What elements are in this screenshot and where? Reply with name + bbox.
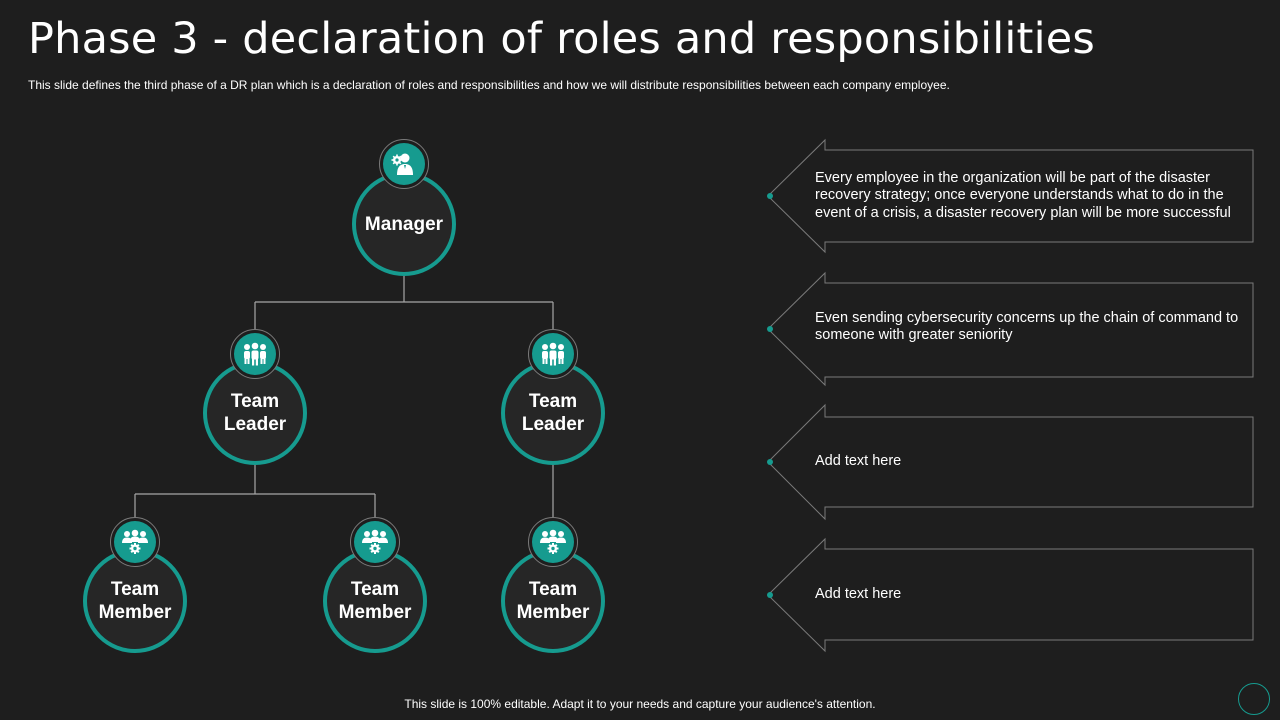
callout-2-arrow-shape: [767, 271, 1254, 387]
callout-3-dot: [767, 459, 773, 465]
callout-2: Even sending cybersecurity concerns up t…: [767, 271, 1254, 387]
slide-subtitle: This slide defines the third phase of a …: [28, 78, 950, 92]
callout-4: Add text here: [767, 537, 1254, 653]
manager-node: Manager: [352, 172, 456, 276]
team-gear-icon: [540, 529, 566, 554]
callout-4-arrow-shape: [767, 537, 1254, 653]
slide-title: Phase 3 - declaration of roles and respo…: [28, 14, 1096, 64]
team-group-icon: [244, 342, 266, 366]
callout-3-arrow-shape: [767, 403, 1254, 521]
team-leader-left-badge: [230, 329, 280, 379]
callout-3: Add text here: [767, 403, 1254, 521]
team-leader-left-label: Team Leader: [223, 391, 287, 435]
team-leader-right-badge: [528, 329, 578, 379]
corner-circle-decoration: [1238, 683, 1270, 715]
team-member-3-badge: [528, 517, 578, 567]
team-gear-icon: [362, 529, 388, 554]
manager-badge: [379, 139, 429, 189]
team-leader-right-label: Team Leader: [521, 391, 585, 435]
callout-1-arrow-shape: [767, 138, 1254, 254]
callout-1-dot: [767, 193, 773, 199]
manager-gear-icon: [391, 153, 413, 175]
callout-1-text: Every employee in the organization will …: [815, 169, 1231, 221]
callout-3-text: Add text here: [815, 453, 902, 470]
callout-4-text: Add text here: [815, 586, 902, 603]
callout-2-dot: [767, 326, 773, 332]
slide-footer: This slide is 100% editable. Adapt it to…: [404, 697, 876, 711]
callout-4-dot: [767, 592, 773, 598]
team-group-icon: [542, 342, 564, 366]
team-member-1-badge: [110, 517, 160, 567]
callout-1: Every employee in the organization will …: [767, 138, 1254, 254]
callout-2-text: Even sending cybersecurity concerns up t…: [815, 309, 1239, 344]
team-member-2-label: Team Member: [338, 579, 412, 623]
manager-label: Manager: [364, 213, 444, 235]
team-gear-icon: [122, 529, 148, 554]
team-member-2-badge: [350, 517, 400, 567]
team-member-1-label: Team Member: [98, 579, 172, 623]
team-member-3-label: Team Member: [516, 579, 590, 623]
